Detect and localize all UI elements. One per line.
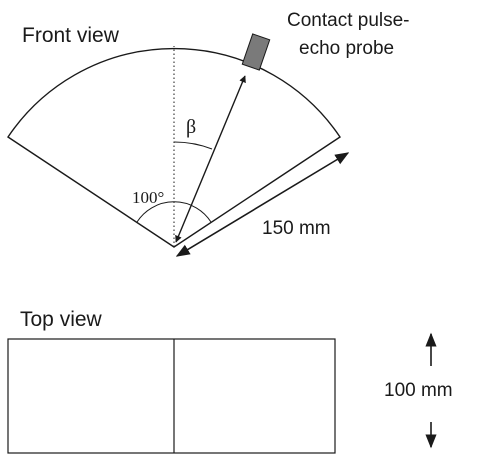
radius-label: 150 mm <box>262 218 331 239</box>
top-view-title: Top view <box>20 308 103 331</box>
sector-outline <box>7 47 341 248</box>
top-view: Top view 100 mm <box>7 308 453 454</box>
probe-label-line1: Contact pulse- <box>287 10 410 31</box>
sector-angle-label: 100° <box>132 188 164 207</box>
top-view-rectangle <box>7 338 336 454</box>
beam-double-arrow <box>175 75 246 243</box>
probe-label-line2: echo probe <box>299 38 394 59</box>
front-view: Front view Contact pulse- echo probe β 1… <box>7 10 410 257</box>
radius-dimension-arrow <box>175 152 350 257</box>
front-view-title: Front view <box>22 24 120 47</box>
beta-angle-label: β <box>186 116 196 138</box>
beta-angle-arc <box>173 141 213 150</box>
thickness-label: 100 mm <box>384 380 453 401</box>
pulse-echo-probe <box>241 33 271 71</box>
